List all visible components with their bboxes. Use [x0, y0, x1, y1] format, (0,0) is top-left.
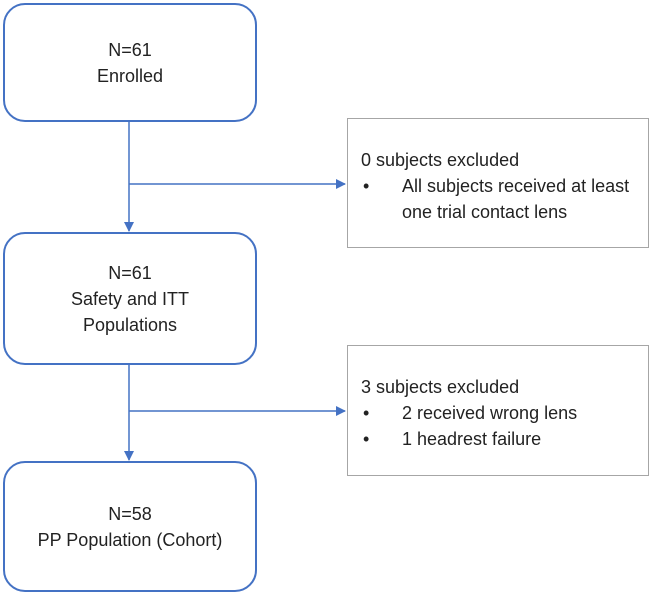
pp-count: N=58 — [108, 503, 152, 524]
first-exclusion-reason: All subjects received at least one trial… — [402, 176, 630, 222]
second-exclusion-box: 3 subjects excluded • 2 received wrong l… — [347, 345, 649, 476]
pp-label: PP Population (Cohort) — [37, 529, 223, 550]
second-exclusion-reason-1: 2 received wrong lens — [402, 403, 578, 423]
enrolled-count: N=61 — [108, 39, 152, 60]
enrolled-box: N=61 Enrolled — [3, 3, 257, 122]
list-item: • All subjects received at least one tri… — [361, 173, 638, 225]
safety-itt-box: N=61 Safety and ITT Populations — [3, 232, 257, 365]
enrolled-label: Enrolled — [96, 65, 164, 86]
second-exclusion-reason-2: 1 headrest failure — [402, 429, 542, 449]
first-exclusion-box: 0 subjects excluded • All subjects recei… — [347, 118, 649, 248]
safety-label-line2: Populations — [82, 314, 178, 335]
list-item: • 2 received wrong lens — [361, 400, 638, 426]
first-exclusion-heading: 0 subjects excluded — [361, 150, 520, 170]
bullet-icon: • — [363, 403, 370, 423]
pp-population-box: N=58 PP Population (Cohort) — [3, 461, 257, 592]
bullet-icon: • — [363, 429, 370, 449]
second-exclusion-list: • 2 received wrong lens • 1 headrest fai… — [361, 400, 638, 452]
safety-label-line1: Safety and ITT — [70, 288, 190, 309]
safety-count: N=61 — [108, 262, 152, 283]
bullet-icon: • — [363, 176, 370, 196]
first-exclusion-list: • All subjects received at least one tri… — [361, 173, 638, 225]
second-exclusion-heading: 3 subjects excluded — [361, 377, 520, 397]
list-item: • 1 headrest failure — [361, 426, 638, 452]
